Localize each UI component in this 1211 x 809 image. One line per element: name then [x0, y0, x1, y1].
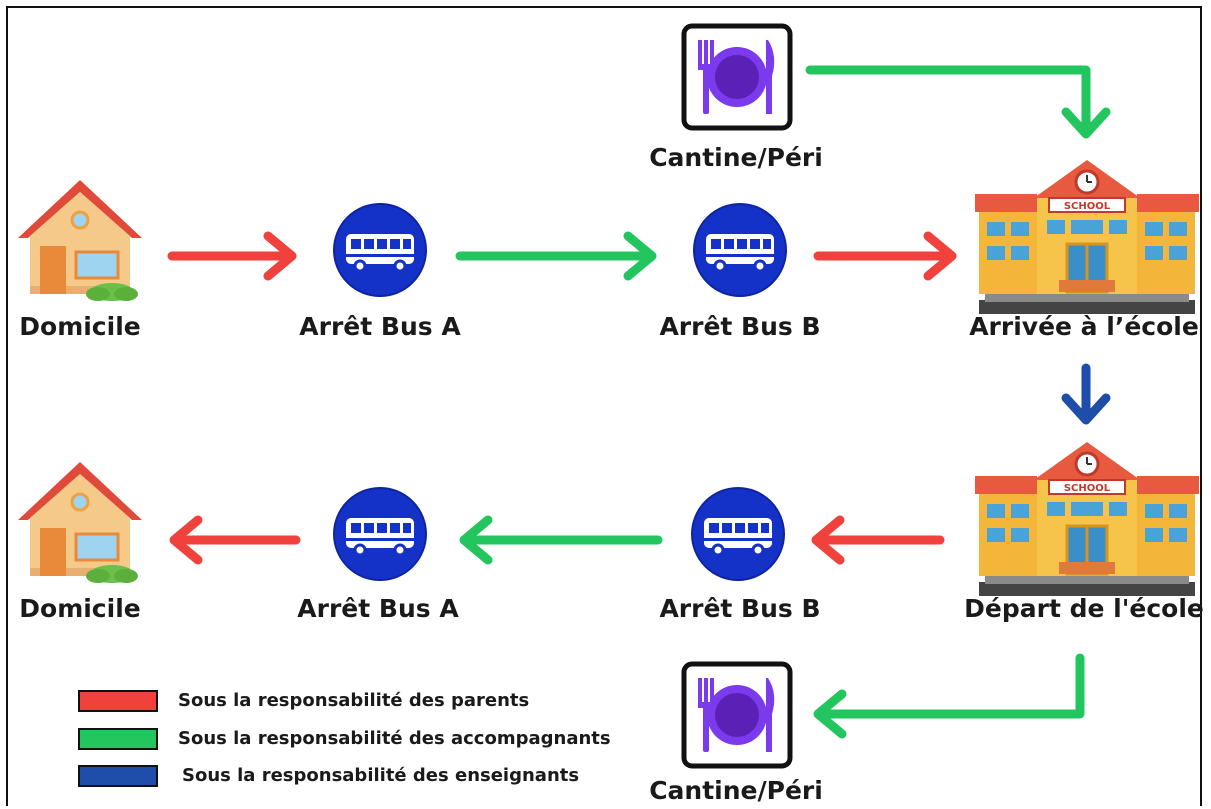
arrow-bus-a-to-domicile: [169, 515, 301, 565]
legend-label: Sous la responsabilité des parents: [178, 690, 530, 711]
node-label-bus-b: Arrêt Bus B: [659, 312, 821, 341]
arrow-domicile-to-bus-a: [167, 231, 297, 281]
node-label-cantine: Cantine/Péri: [649, 776, 823, 805]
legend-label: Sous la responsabilité des enseignants: [182, 765, 580, 786]
arrow-school-to-cantine: [813, 653, 1085, 739]
legend-swatch: [78, 765, 158, 787]
arrow-bus-b-to-school: [813, 231, 957, 281]
bus-stop-icon: [332, 202, 428, 298]
school-sign-text: SCHOOL: [1064, 483, 1111, 494]
legend-label: Sous la responsabilité des accompagnants: [178, 728, 611, 749]
node-label-domicile: Domicile: [19, 312, 141, 341]
node-label-arrivee: Arrivée à l’école: [969, 312, 1199, 341]
bus-stop-icon: [692, 202, 788, 298]
node-label-cantine: Cantine/Péri: [649, 143, 823, 172]
node-label-bus-b: Arrêt Bus B: [659, 594, 821, 623]
cantine-plate-icon: [684, 26, 790, 128]
node-label-depart: Départ de l'école: [964, 594, 1204, 623]
node-label-bus-a: Arrêt Bus A: [299, 312, 461, 341]
arrow-bus-a-to-bus-b: [455, 231, 657, 281]
legend-swatch: [78, 728, 158, 750]
arrow-cantine-to-school: [805, 65, 1111, 139]
diagram-frame: [6, 6, 1202, 806]
house-icon: [16, 460, 144, 585]
legend-swatch: [78, 690, 158, 712]
node-label-bus-a: Arrêt Bus A: [297, 594, 459, 623]
arrow-arrival-to-departure: [1061, 363, 1111, 425]
bus-stop-icon: [690, 486, 786, 582]
arrow-school-to-bus-b: [811, 515, 945, 565]
school-icon: [973, 440, 1201, 598]
school-icon: [973, 158, 1201, 316]
house-icon: [16, 178, 144, 303]
node-label-domicile: Domicile: [19, 594, 141, 623]
cantine-plate-icon: [684, 664, 790, 766]
bus-stop-icon: [332, 486, 428, 582]
school-sign-text: SCHOOL: [1064, 201, 1111, 212]
arrow-bus-b-to-bus-a: [459, 515, 663, 565]
